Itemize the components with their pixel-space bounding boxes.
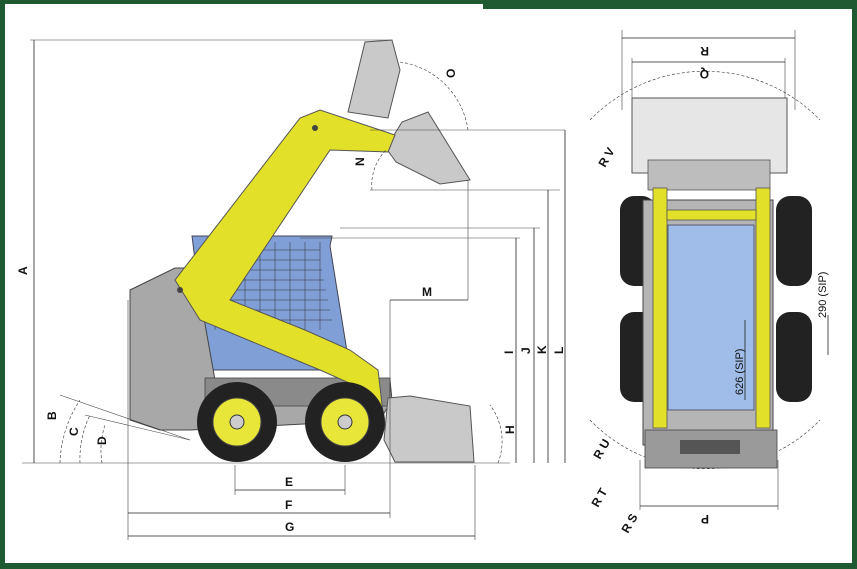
label-O: O bbox=[444, 69, 458, 78]
label-L: L bbox=[552, 347, 566, 354]
label-RT: R T bbox=[588, 485, 610, 509]
label-Q: Q bbox=[700, 67, 709, 81]
label-RS: R S bbox=[618, 511, 640, 535]
label-A: A bbox=[16, 266, 30, 275]
label-P: P bbox=[701, 512, 709, 526]
top-boom-crossbar bbox=[666, 209, 757, 221]
top-frame-bar bbox=[483, 0, 857, 9]
top-boom-left bbox=[652, 187, 668, 429]
boom-arm bbox=[174, 109, 396, 433]
sip-width-label: 290 (SIP) bbox=[817, 272, 829, 318]
sip-length-label: 626 (SIP) bbox=[734, 349, 746, 395]
boom-pivot bbox=[312, 125, 318, 131]
tire-front-right bbox=[776, 196, 812, 286]
label-RU: R U bbox=[590, 437, 612, 462]
label-H: H bbox=[503, 425, 517, 434]
rear-wheel bbox=[197, 382, 277, 462]
label-N: N bbox=[353, 157, 367, 166]
label-R: R bbox=[700, 44, 709, 58]
boom-base-pin bbox=[177, 287, 183, 293]
label-E: E bbox=[285, 475, 293, 489]
label-J: J bbox=[519, 347, 533, 354]
side-view: A B C D E F G H I J K L M N O bbox=[16, 39, 566, 540]
label-D: D bbox=[95, 436, 109, 445]
top-view: R Q P R V R U R T R S 290 (SIP) 626 (SIP… bbox=[588, 30, 829, 536]
label-RV: R V bbox=[595, 145, 617, 169]
label-B: B bbox=[45, 411, 59, 420]
front-wheel bbox=[305, 382, 385, 462]
top-boom-right bbox=[755, 187, 771, 429]
label-G: G bbox=[285, 520, 294, 534]
lowered-bucket bbox=[383, 395, 475, 463]
dump-bucket bbox=[385, 111, 471, 185]
tire-rear-right bbox=[776, 312, 812, 402]
top-grille bbox=[680, 440, 740, 454]
label-M: M bbox=[422, 285, 432, 299]
raised-bucket bbox=[347, 39, 401, 119]
label-C: C bbox=[67, 427, 81, 436]
top-bucket-lip bbox=[647, 159, 771, 191]
top-cab bbox=[667, 224, 755, 411]
label-K: K bbox=[535, 345, 549, 354]
label-F: F bbox=[285, 498, 292, 512]
label-I: I bbox=[502, 351, 516, 354]
